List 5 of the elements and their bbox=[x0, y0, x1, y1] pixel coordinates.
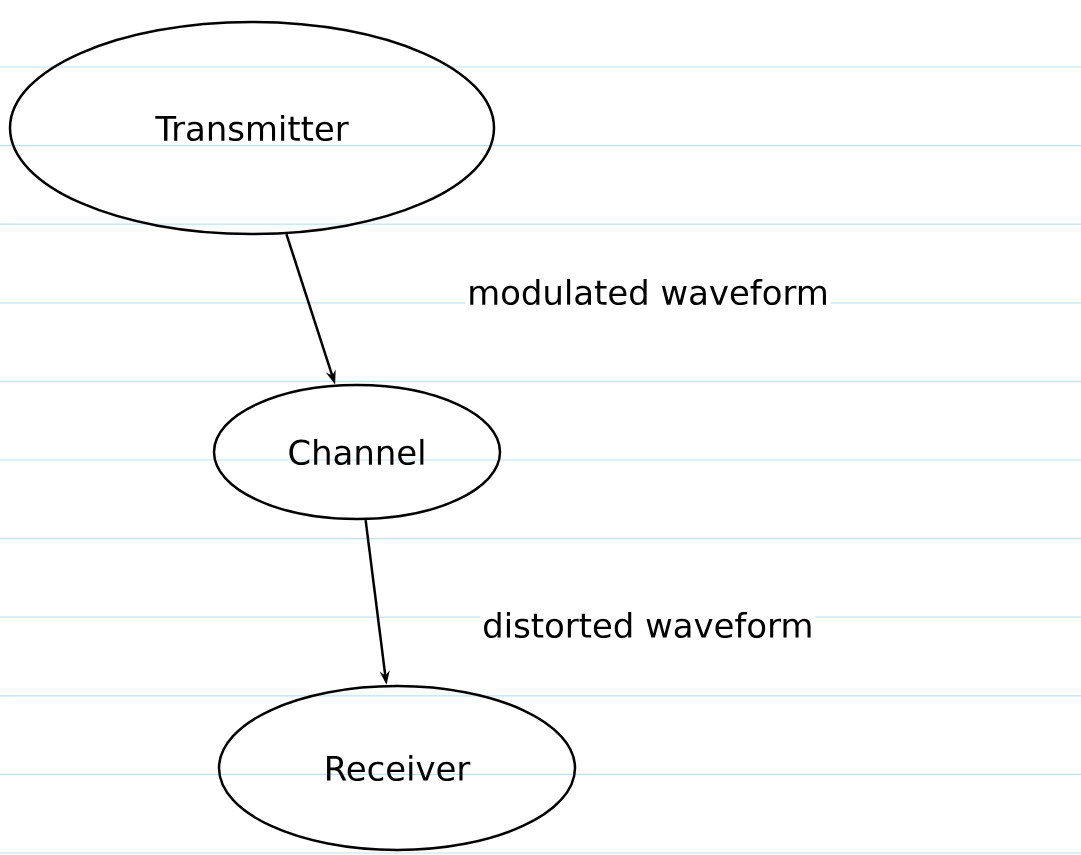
edge-label: distorted waveform bbox=[480, 609, 816, 641]
ellipse-node: Transmitter bbox=[8, 20, 496, 236]
ellipse-node: Channel bbox=[212, 383, 502, 521]
edge-label: modulated waveform bbox=[465, 276, 831, 308]
ellipse-node: Receiver bbox=[217, 684, 577, 852]
